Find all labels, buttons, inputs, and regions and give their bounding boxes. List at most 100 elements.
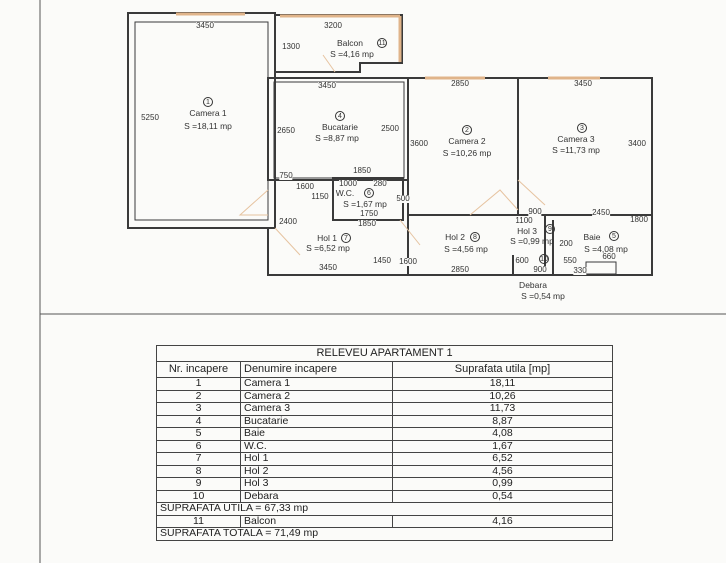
room-area-label: S =11,73 mp bbox=[552, 144, 600, 155]
dimension-label: 3450 bbox=[318, 81, 336, 90]
room-area: 0,54 bbox=[392, 489, 613, 503]
dimension-label: 3400 bbox=[628, 139, 646, 148]
dimension-label: 5250 bbox=[141, 113, 159, 122]
dimension-label: 1450 bbox=[373, 256, 391, 265]
room-name-label: Hol 1 bbox=[317, 232, 337, 243]
dimension-label: 1600 bbox=[296, 182, 314, 191]
room-name: Camera 1 bbox=[240, 377, 393, 391]
windows bbox=[176, 12, 600, 80]
room-name: Hol 1 bbox=[240, 452, 393, 466]
room-nr: 8 bbox=[156, 464, 241, 478]
room-number-marker: 5 bbox=[609, 231, 619, 241]
room-area-label: S =10,26 mp bbox=[442, 147, 492, 158]
room-name: Camera 2 bbox=[240, 389, 393, 403]
room-area: 6,52 bbox=[392, 452, 613, 466]
room-area-label: S =4,16 mp bbox=[330, 48, 374, 59]
room-name: Baie bbox=[240, 427, 393, 441]
dimension-label: 3450 bbox=[319, 263, 337, 272]
room-number-marker: 2 bbox=[462, 125, 472, 135]
room-area-label: S =1,67 mp bbox=[343, 198, 387, 209]
dimension-label: 750 bbox=[279, 171, 293, 180]
room-area: 4,56 bbox=[392, 464, 613, 478]
room-nr: 11 bbox=[156, 514, 241, 528]
room-number-marker: 4 bbox=[335, 111, 345, 121]
header-nr: Nr. incapere bbox=[156, 361, 241, 378]
dimension-label: 1600 bbox=[399, 257, 417, 266]
room-area: 0,99 bbox=[392, 477, 613, 491]
dimension-label: 1850 bbox=[358, 219, 376, 228]
header-area: Suprafata utila [mp] bbox=[392, 361, 613, 378]
dimension-label: 500 bbox=[396, 194, 410, 203]
subtotal-row: SUPRAFATA UTILA = 67,33 mp bbox=[156, 502, 613, 516]
dimension-label: 550 bbox=[563, 256, 577, 265]
room-area-label: S =4,08 mp bbox=[584, 243, 628, 254]
room-number-marker: 3 bbox=[577, 123, 587, 133]
room-area-label: S =18,11 mp bbox=[184, 120, 232, 131]
room-number-marker: 11 bbox=[377, 38, 387, 48]
room-number-marker: 9 bbox=[545, 224, 555, 234]
dimension-label: 2850 bbox=[451, 265, 469, 274]
room-name-label: Camera 2 bbox=[448, 135, 486, 146]
room-area-label: S =4,56 mp bbox=[444, 243, 488, 254]
room-area: 8,87 bbox=[392, 414, 613, 428]
room-number-marker: 6 bbox=[364, 188, 374, 198]
dimension-label: 2450 bbox=[592, 208, 610, 217]
total-row: SUPRAFATA TOTALA = 71,49 mp bbox=[156, 527, 613, 541]
room-name-label: W.C. bbox=[335, 187, 355, 198]
dimension-label: 660 bbox=[602, 252, 616, 261]
room-nr: 7 bbox=[156, 452, 241, 466]
room-nr: 6 bbox=[156, 439, 241, 453]
room-name: Hol 3 bbox=[240, 477, 393, 491]
room-name-label: Debara bbox=[519, 279, 547, 290]
room-nr: 2 bbox=[156, 389, 241, 403]
room-nr: 9 bbox=[156, 477, 241, 491]
room-number-marker: 10 bbox=[539, 254, 549, 264]
room-name-label: Hol 3 bbox=[517, 225, 537, 236]
table-title: RELEVEU APARTAMENT 1 bbox=[156, 345, 613, 362]
room-area-table: RELEVEU APARTAMENT 1 Nr. incapere Denumi… bbox=[156, 345, 613, 541]
room-name: Bucatarie bbox=[240, 414, 393, 428]
room-area: 4,16 bbox=[392, 514, 613, 528]
header-name: Denumire incapere bbox=[240, 361, 393, 378]
room-area-label: S =6,52 mp bbox=[306, 242, 350, 253]
room-name: Hol 2 bbox=[240, 464, 393, 478]
dimension-label: 1750 bbox=[360, 209, 378, 218]
dimension-label: 3600 bbox=[410, 139, 428, 148]
dimension-label: 900 bbox=[528, 207, 542, 216]
dimension-label: 1300 bbox=[282, 42, 300, 51]
dimension-label: 1150 bbox=[311, 192, 329, 201]
room-name-label: Baie bbox=[583, 231, 601, 242]
room-nr: 1 bbox=[156, 377, 241, 391]
dimension-label: 600 bbox=[515, 256, 529, 265]
dimension-label: 280 bbox=[373, 179, 387, 188]
room-name: W.C. bbox=[240, 439, 393, 453]
room-nr: 3 bbox=[156, 402, 241, 416]
dimension-label: 3200 bbox=[324, 21, 342, 30]
room-name-label: Hol 2 bbox=[445, 231, 465, 242]
room-area-label: S =0,99 mp bbox=[510, 235, 554, 246]
room-nr: 5 bbox=[156, 427, 241, 441]
room-name-label: Balcon bbox=[337, 37, 363, 48]
room-name: Camera 3 bbox=[240, 402, 393, 416]
room-area: 11,73 bbox=[392, 402, 613, 416]
dimension-label: 3450 bbox=[196, 21, 214, 30]
room-area: 10,26 bbox=[392, 389, 613, 403]
dimension-label: 200 bbox=[559, 239, 573, 248]
dimension-label: 1100 bbox=[515, 216, 533, 225]
dimension-label: 2650 bbox=[277, 126, 295, 135]
dimension-label: 1000 bbox=[339, 179, 357, 188]
dimension-label: 2400 bbox=[279, 217, 297, 226]
room-number-marker: 7 bbox=[341, 233, 351, 243]
room-name: Debara bbox=[240, 489, 393, 503]
room-name-label: Camera 3 bbox=[557, 133, 595, 144]
room-area: 1,67 bbox=[392, 439, 613, 453]
dimension-label: 1850 bbox=[353, 166, 371, 175]
dimension-label: 2850 bbox=[451, 79, 469, 88]
room-number-marker: 1 bbox=[203, 97, 213, 107]
